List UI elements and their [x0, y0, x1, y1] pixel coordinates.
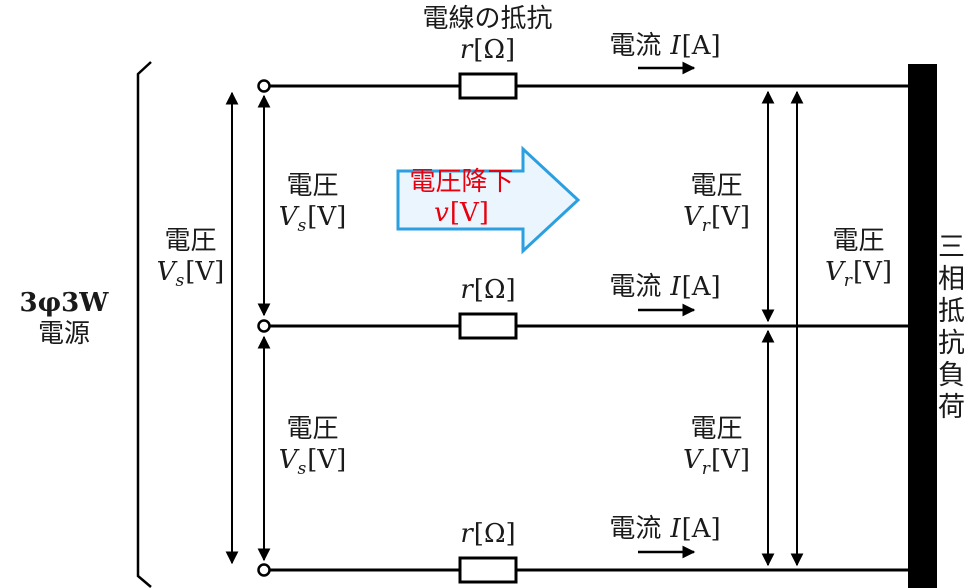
voltage-vr-label-outer: 電圧 Vr[V]: [824, 226, 893, 292]
resistor-label-middle: r[Ω]: [460, 275, 516, 305]
terminal-bottom: [257, 563, 271, 577]
voltage-vr-label-upper: 電圧 Vr[V]: [682, 171, 751, 237]
resistor-label-bottom: r[Ω]: [460, 519, 516, 549]
source-bracket: [136, 61, 152, 588]
voltage-vs-label-lower: 電圧 Vs[V]: [278, 414, 347, 480]
voltage-drop-label: 電圧降下 v[V]: [409, 167, 514, 229]
load-bar: [908, 64, 937, 588]
voltage-drop-arrow: [396, 145, 581, 255]
terminal-middle: [257, 319, 271, 333]
resistor-middle: [458, 312, 518, 340]
load-label: 三相抵抗負荷: [933, 231, 964, 424]
voltage-vs-label-outer: 電圧 Vs[V]: [156, 226, 225, 292]
source-label: 3φ3W 電源: [19, 288, 109, 350]
wire-resistance-label: 電線の抵抗 r[Ω]: [380, 4, 595, 66]
wire-resistance-value: r[Ω]: [459, 35, 516, 66]
wire-resistance-title: 電線の抵抗: [422, 4, 553, 34]
voltage-vr-label-lower: 電圧 Vr[V]: [682, 414, 751, 480]
resistor-top: [458, 72, 518, 100]
resistor-bottom: [458, 556, 518, 584]
voltage-vs-label-upper: 電圧 Vs[V]: [278, 171, 347, 237]
terminal-top: [257, 79, 271, 93]
